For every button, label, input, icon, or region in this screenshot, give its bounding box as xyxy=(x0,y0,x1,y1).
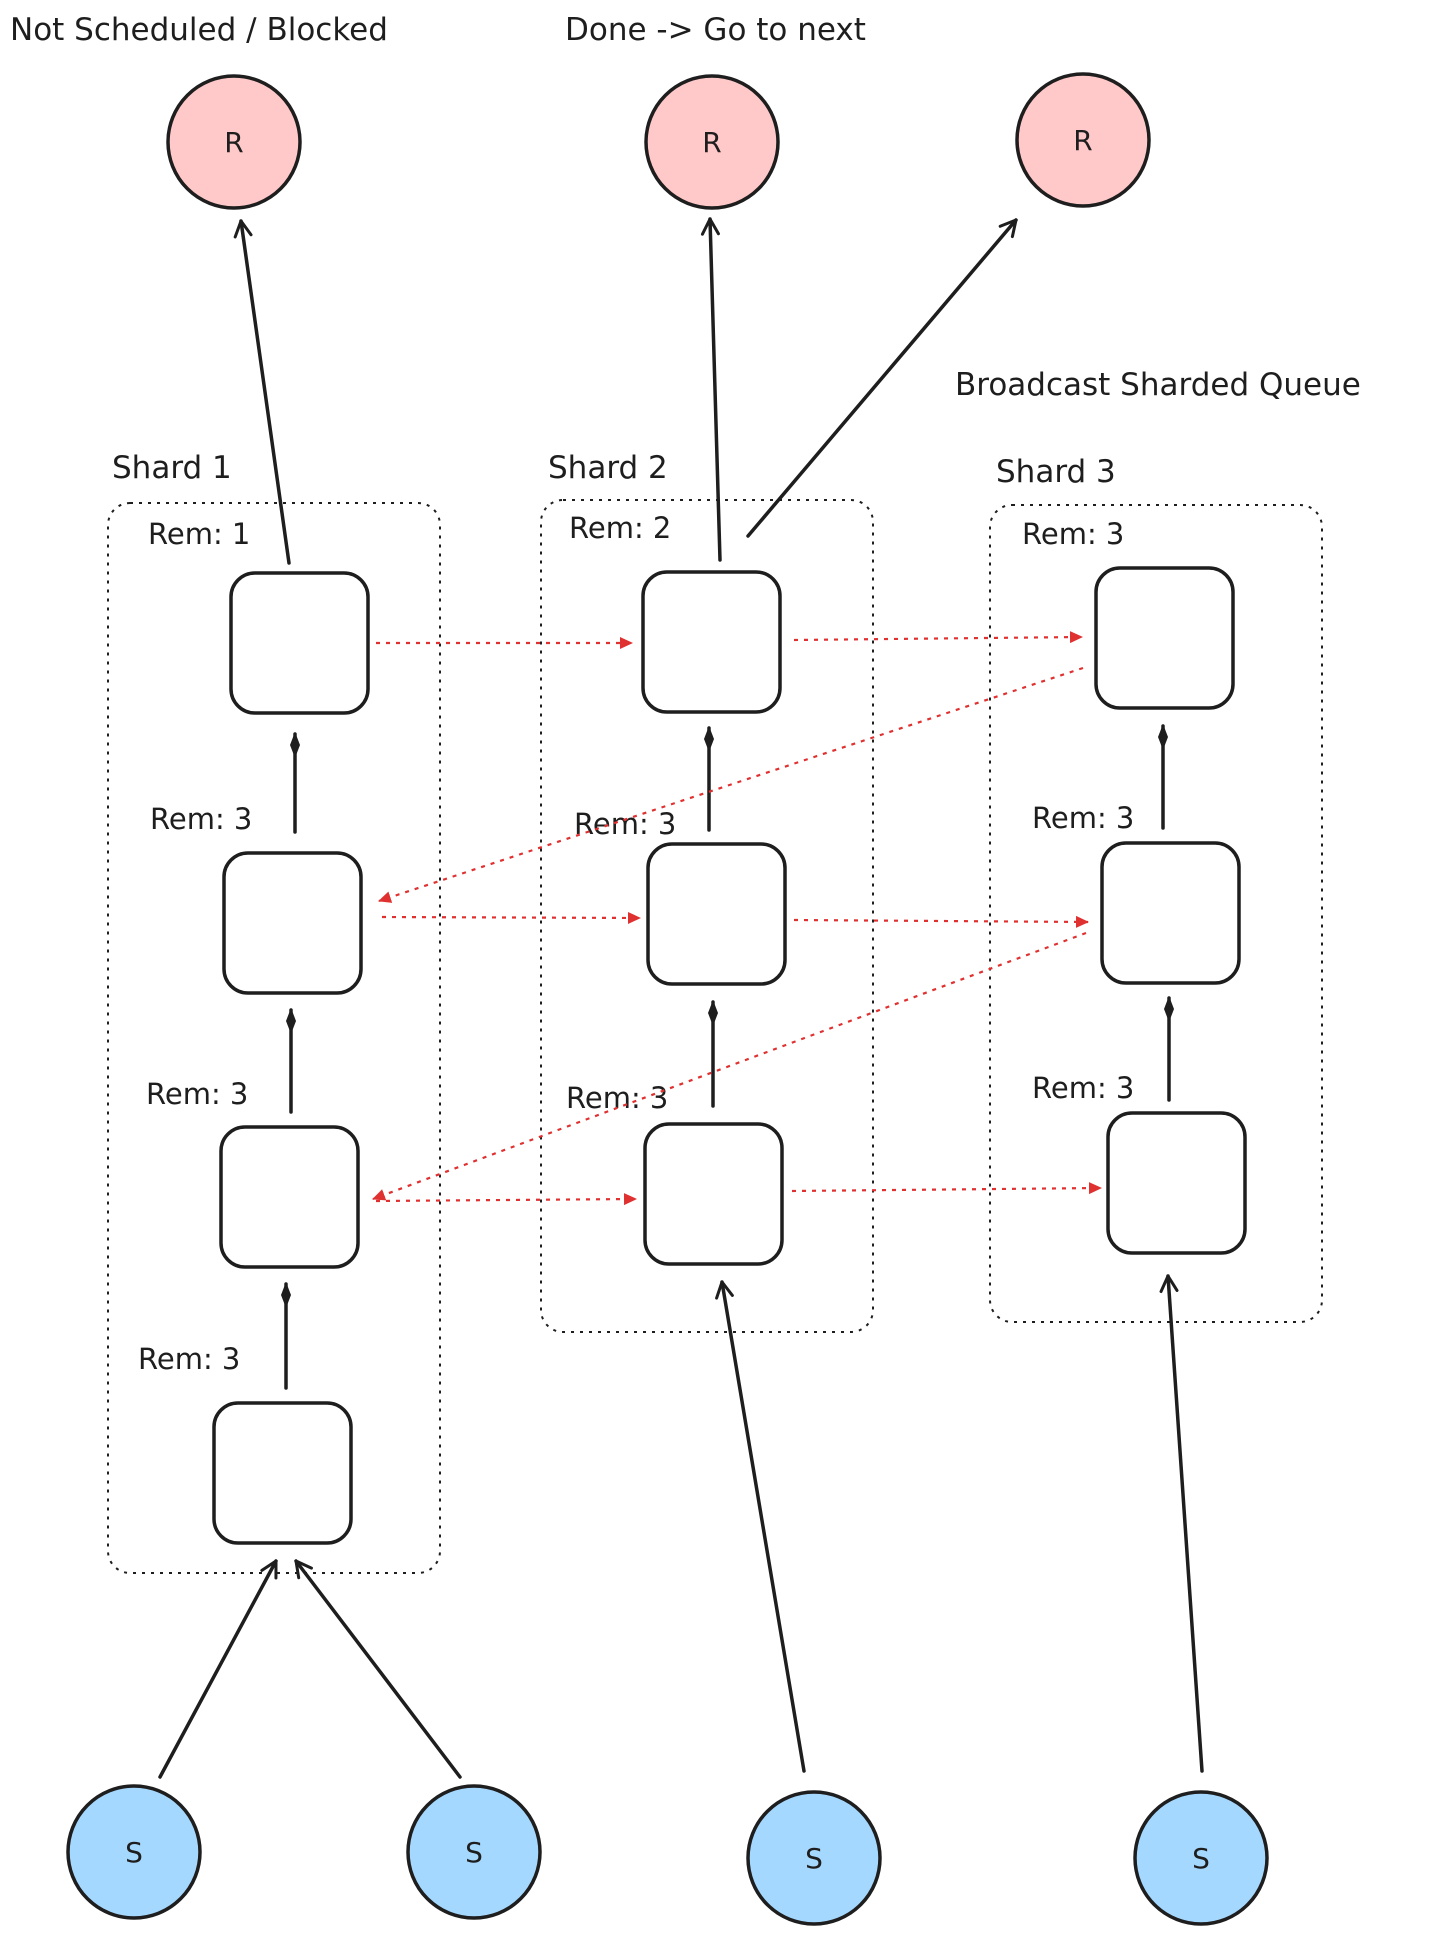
shard-3-container xyxy=(989,504,1323,1323)
sender-3-letter: S xyxy=(805,1842,823,1875)
done-next-label: Done -> Go to next xyxy=(565,12,866,48)
arrow-shard2-to-receiver-3 xyxy=(746,218,1018,538)
shard-3-label: Shard 3 xyxy=(996,454,1116,490)
shard-2-rem-1: Rem: 2 xyxy=(569,511,671,545)
shard-1-rem-2: Rem: 3 xyxy=(150,802,252,836)
receiver-1-letter: R xyxy=(224,126,243,159)
receiver-2-letter: R xyxy=(702,126,721,159)
arrow-sender3-to-shard2 xyxy=(715,1280,806,1773)
shard-3-slot-3 xyxy=(1106,1111,1247,1255)
arrow-shard2-to-receiver-2 xyxy=(700,217,722,562)
shard-2-rem-3: Rem: 3 xyxy=(566,1081,668,1115)
shard-3-slot-1 xyxy=(1094,566,1235,710)
shard-3-slot-2 xyxy=(1100,841,1241,985)
shard-2-rem-2: Rem: 3 xyxy=(574,807,676,841)
broadcast-arrow-5 xyxy=(793,915,1089,928)
sender-node-2: S xyxy=(406,1784,542,1920)
shard-2-slot-2 xyxy=(646,842,787,986)
not-scheduled-label: Not Scheduled / Blocked xyxy=(10,12,388,48)
shard-3-rem-1: Rem: 3 xyxy=(1022,517,1124,551)
shard-2-slot-3 xyxy=(643,1122,784,1266)
shard-1-slot-2 xyxy=(222,851,363,995)
shard-2-container xyxy=(540,499,874,1333)
shard-1-rem-3: Rem: 3 xyxy=(146,1077,248,1111)
broadcast-label: Broadcast Sharded Queue xyxy=(955,367,1361,403)
broadcast-arrow-2 xyxy=(793,631,1083,644)
shard-1-slot-3 xyxy=(219,1125,360,1269)
shard-1-slot-1 xyxy=(229,571,370,715)
arrow-shard1-to-receiver-1 xyxy=(233,219,291,565)
sender-4-letter: S xyxy=(1192,1842,1210,1875)
receiver-node-3: R xyxy=(1015,72,1151,208)
receiver-3-letter: R xyxy=(1073,124,1092,157)
shard-1-rem-1: Rem: 1 xyxy=(148,517,250,551)
sender-node-3: S xyxy=(746,1790,882,1926)
shard-1-container xyxy=(107,502,441,1574)
arrow-sender1-to-shard1 xyxy=(158,1559,278,1779)
shard-1-slot-4 xyxy=(212,1401,353,1545)
arrow-sender2-to-shard1 xyxy=(294,1559,462,1779)
shard-2-label: Shard 2 xyxy=(548,450,668,486)
sender-node-1: S xyxy=(66,1784,202,1920)
shard-1-label: Shard 1 xyxy=(112,450,232,486)
shard-2-slot-1 xyxy=(641,570,782,714)
broadcast-arrow-4 xyxy=(381,911,641,924)
broadcast-arrow-7 xyxy=(375,1193,637,1206)
broadcast-arrow-8 xyxy=(791,1182,1102,1195)
sender-1-letter: S xyxy=(125,1836,143,1869)
arrow-sender4-to-shard3 xyxy=(1159,1274,1204,1773)
shard-1-rem-4: Rem: 3 xyxy=(138,1342,240,1376)
sender-2-letter: S xyxy=(465,1836,483,1869)
broadcast-arrow-3 xyxy=(378,666,1084,903)
receiver-node-1: R xyxy=(166,74,302,210)
broadcast-arrow-6 xyxy=(372,931,1087,1201)
sender-node-4: S xyxy=(1133,1790,1269,1926)
shard-3-rem-2: Rem: 3 xyxy=(1032,801,1134,835)
shard-3-rem-3: Rem: 3 xyxy=(1032,1071,1134,1105)
receiver-node-2: R xyxy=(644,74,780,210)
